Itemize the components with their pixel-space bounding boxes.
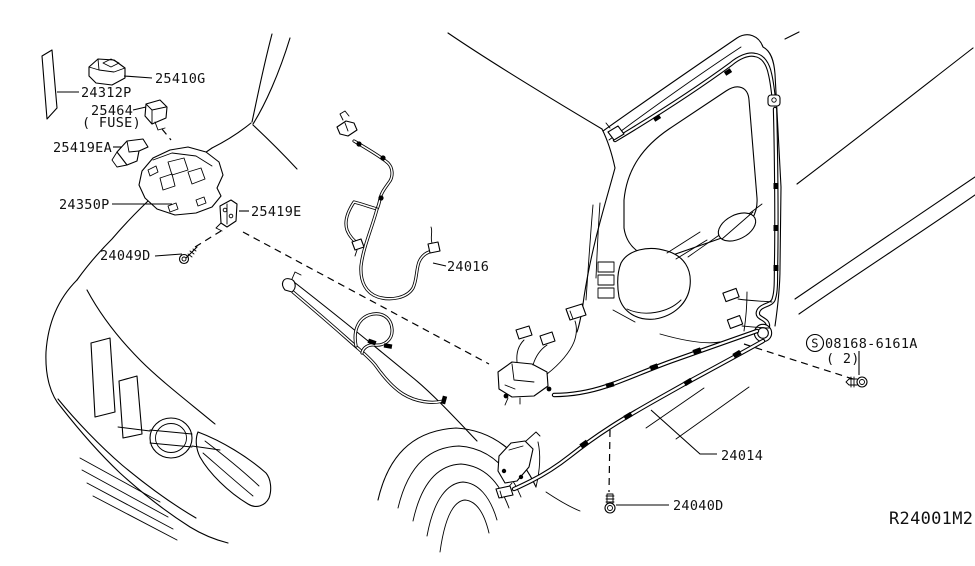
fuse-25464 <box>144 99 168 131</box>
screw-24040d <box>604 493 616 514</box>
part-label-25410g: 25410G <box>155 71 206 87</box>
screw-symbol-letter: S <box>811 337 819 351</box>
connector <box>515 325 533 340</box>
brand-emblem-icon <box>149 417 193 459</box>
screw-symbol: S <box>805 333 825 353</box>
connector <box>539 331 556 346</box>
door-handle <box>717 211 757 242</box>
harness-24016 <box>336 110 441 301</box>
harness-bracket <box>495 431 541 499</box>
connector <box>351 238 365 251</box>
part-label-24014: 24014 <box>721 448 763 464</box>
front-wheel-arch <box>377 427 581 553</box>
vehicle-body-outline <box>45 31 975 544</box>
bracket-25419e <box>215 199 238 232</box>
harness-end-hook <box>281 278 296 293</box>
headlamp <box>195 431 272 507</box>
part-label-25419e: 25419E <box>251 204 302 220</box>
connector <box>726 314 744 330</box>
door-frame <box>585 34 782 327</box>
connector <box>722 287 740 303</box>
door-hinge-pocket <box>597 261 615 273</box>
part-label-25419ea: 25419EA <box>53 140 112 156</box>
leader-lines <box>57 75 860 506</box>
part-label-25464: 25464 <box>91 103 133 119</box>
harness-24014 <box>495 303 763 499</box>
dashed-locator-lines <box>161 128 854 493</box>
connector <box>495 485 514 499</box>
part-label-24016: 24016 <box>447 259 489 275</box>
label-strip-24312p <box>41 49 58 120</box>
drawing-code: R24001M2 <box>889 509 973 529</box>
part-label-08168-6161a: 08168-6161A <box>825 336 918 352</box>
bracket-25419ea <box>111 138 149 168</box>
part-label-24040d: 24040D <box>673 498 724 514</box>
grommet <box>767 94 781 107</box>
harness-door <box>605 55 781 340</box>
part-callouts: 25410G 24312P 25464 ( FUSE) 25419EA 2435… <box>53 71 973 529</box>
connector <box>427 241 441 254</box>
part-label-24049d: 24049D <box>100 248 151 264</box>
fuse-block-24350p <box>138 146 224 216</box>
screw-08168 <box>845 376 868 388</box>
part-label-24350p: 24350P <box>59 197 110 213</box>
screw-24049d <box>178 246 198 265</box>
harness-hood <box>281 271 448 405</box>
part-label-24312p: 24312P <box>81 85 132 101</box>
part-label-25464-note: ( FUSE) <box>82 115 141 131</box>
front-grille <box>79 337 221 541</box>
harness-junction-cluster <box>497 303 587 406</box>
side-mirror <box>617 231 708 320</box>
connector-25410g <box>88 58 126 86</box>
connector <box>607 125 625 141</box>
part-label-08168-qty: ( 2) <box>826 351 860 367</box>
connector <box>565 303 587 321</box>
